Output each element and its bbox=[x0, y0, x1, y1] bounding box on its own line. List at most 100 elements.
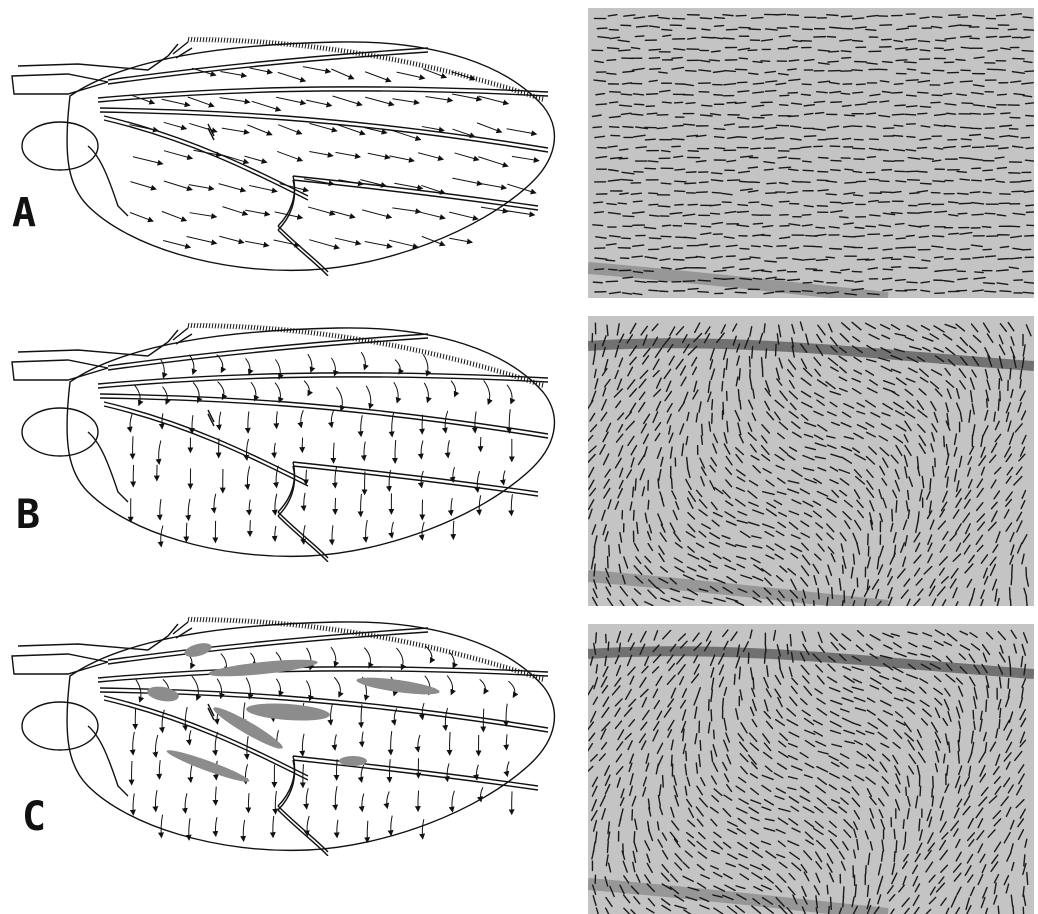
hair-arrow bbox=[422, 819, 423, 838]
hair-arrow bbox=[362, 210, 391, 218]
hair-arrow bbox=[278, 125, 301, 134]
hair-arrow bbox=[189, 123, 216, 131]
vein-7 bbox=[278, 226, 328, 272]
hair-arrow bbox=[215, 732, 218, 755]
hair-arrow bbox=[278, 72, 305, 81]
hair-arrow bbox=[395, 440, 396, 463]
hair-arrow bbox=[335, 734, 337, 749]
shaded-patch-6 bbox=[339, 756, 367, 766]
hair-arrow bbox=[506, 734, 507, 749]
hair-arrow bbox=[449, 212, 478, 219]
hair-arrow bbox=[507, 762, 509, 777]
hair-arrow bbox=[220, 98, 250, 103]
alula bbox=[22, 122, 98, 170]
wing-base bbox=[12, 74, 108, 94]
hair-arrow bbox=[454, 153, 478, 160]
hair-arrow bbox=[475, 412, 476, 433]
hair-arrow bbox=[422, 415, 423, 434]
vein-6-inner bbox=[293, 760, 538, 790]
hair-arrow bbox=[276, 97, 305, 103]
alula bbox=[22, 702, 98, 750]
hair-arrow bbox=[189, 355, 194, 374]
hair-arrow bbox=[307, 816, 309, 835]
shaded-patch-3 bbox=[146, 684, 180, 703]
micrograph-background bbox=[588, 8, 1034, 298]
micrograph-b bbox=[588, 316, 1034, 606]
hair-arrow bbox=[274, 443, 275, 458]
hair-arrow bbox=[418, 791, 419, 812]
hair-arrow bbox=[302, 734, 304, 756]
hair-arrow bbox=[277, 151, 302, 160]
hair-arrow bbox=[193, 382, 199, 402]
hair-arrow bbox=[164, 181, 192, 190]
hair-arrow bbox=[160, 499, 161, 520]
hair-arrow bbox=[395, 360, 400, 374]
hair-arrow bbox=[192, 415, 193, 433]
hair-arrow bbox=[251, 382, 256, 400]
hair-arrow bbox=[220, 71, 246, 76]
hair-arrow bbox=[245, 156, 267, 162]
hair-arrow bbox=[219, 412, 221, 430]
hair-arrow bbox=[162, 211, 186, 220]
hair-arrow bbox=[452, 178, 482, 184]
hair-arrow bbox=[421, 471, 423, 488]
vein-7-inner bbox=[278, 230, 328, 276]
hair-arrow bbox=[306, 100, 331, 105]
vein-0-inner bbox=[108, 338, 428, 370]
hair-arrow bbox=[480, 679, 486, 693]
hair-arrow bbox=[301, 410, 304, 427]
micrograph-a-image bbox=[588, 8, 1034, 298]
hair-arrow bbox=[276, 466, 278, 488]
micrograph-c bbox=[588, 624, 1034, 914]
hair-arrow bbox=[391, 731, 392, 755]
costal-spines bbox=[168, 328, 192, 344]
hair-arrow bbox=[335, 786, 337, 809]
hair-arrow bbox=[333, 443, 334, 463]
hair-arrow bbox=[392, 522, 394, 538]
hair-arrow bbox=[335, 238, 360, 244]
hair-arrow bbox=[449, 238, 472, 242]
hair-arrow bbox=[190, 213, 217, 217]
marginal-fringe bbox=[188, 323, 543, 388]
hair-arrow bbox=[248, 793, 249, 812]
hair-arrow bbox=[511, 494, 512, 515]
hair-arrow bbox=[185, 793, 187, 813]
hair-arrow bbox=[217, 355, 223, 373]
hair-arrow bbox=[130, 212, 153, 221]
shaded-patch-1 bbox=[208, 656, 319, 679]
hair-arrow bbox=[445, 708, 447, 730]
hair-arrow bbox=[275, 494, 277, 515]
hair-arrow bbox=[336, 152, 361, 157]
hair-arrow bbox=[189, 730, 191, 744]
hair-arrow bbox=[159, 440, 161, 464]
wing-outline bbox=[12, 622, 554, 856]
vein-6 bbox=[293, 756, 538, 786]
hair-arrow bbox=[163, 241, 190, 248]
hair-arrow bbox=[188, 97, 214, 106]
hair-arrow bbox=[335, 466, 337, 487]
alula bbox=[22, 408, 98, 456]
vein-0-inner bbox=[108, 52, 428, 84]
hair-arrow bbox=[361, 352, 365, 369]
hair-arrow bbox=[218, 382, 224, 400]
hair-arrow bbox=[394, 382, 398, 402]
wing-drawing-a bbox=[8, 36, 568, 276]
hair-arrow bbox=[192, 676, 199, 700]
hair-arrow bbox=[361, 704, 362, 727]
hair-arrow bbox=[247, 466, 249, 489]
hair-arrow bbox=[245, 210, 269, 215]
hair-arrow bbox=[477, 471, 479, 492]
hair-arrow bbox=[508, 681, 514, 697]
hair-arrow bbox=[332, 525, 333, 544]
hair-arrow bbox=[452, 791, 454, 812]
hair-arrow bbox=[362, 732, 363, 747]
hair-arrow bbox=[365, 97, 393, 105]
hair-arrow bbox=[133, 793, 134, 814]
hair-arrow bbox=[192, 68, 216, 75]
hair-arrow bbox=[361, 415, 363, 436]
hair-arrow bbox=[389, 240, 418, 247]
hair-arrow bbox=[309, 152, 332, 156]
hair-arrow bbox=[161, 526, 163, 547]
hair-arrow bbox=[214, 494, 216, 513]
hair-arrow bbox=[484, 380, 490, 404]
